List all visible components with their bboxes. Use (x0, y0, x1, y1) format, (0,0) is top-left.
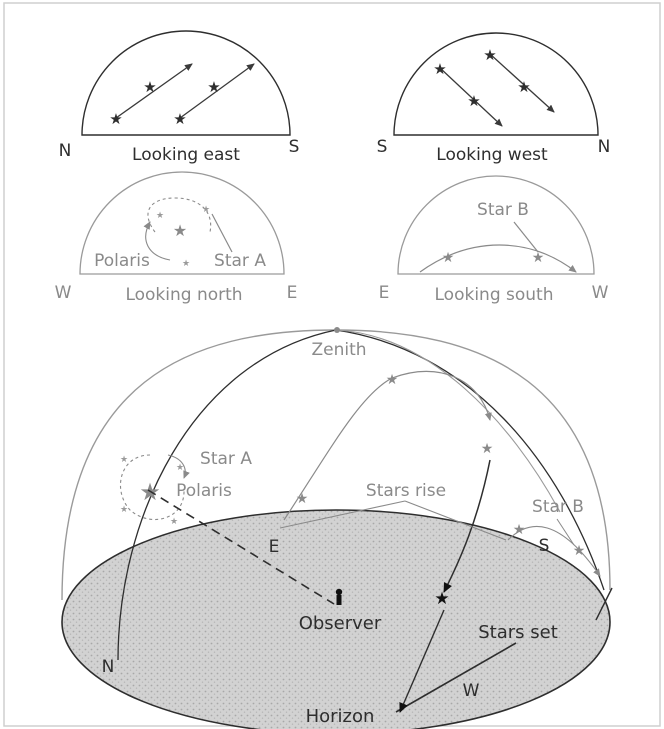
south-star-b-label: Star B (477, 200, 529, 220)
stars-rise-pointer-s (404, 500, 507, 541)
star-icon: ★ (386, 372, 399, 388)
star-icon: ★ (467, 92, 480, 110)
panel-looking-south: ★ ★ Star B E Looking south W (379, 175, 609, 305)
south-direction-label: S (539, 536, 550, 556)
star-arc-path (283, 370, 492, 521)
star-icon: ★ (202, 205, 210, 215)
star-icon: ★ (433, 60, 446, 78)
star-icon: ★ (532, 250, 545, 266)
south-left-direction: E (379, 283, 390, 303)
star-b-path (507, 526, 601, 577)
stars-set-pointer-s (595, 587, 613, 621)
south-dome-outline (397, 175, 595, 275)
star-icon: ★ (481, 441, 494, 457)
star-icon: ★ (573, 543, 586, 559)
polaris-circle-arrow (167, 454, 190, 479)
polaris-label: Polaris (176, 481, 232, 501)
observer-label: Observer (299, 613, 382, 634)
west-dome-outline (393, 32, 599, 136)
star-b-pointer (556, 518, 575, 546)
star-icon: ★ (182, 259, 190, 269)
star-a-label: Star A (200, 449, 252, 469)
star-icon: ★ (143, 78, 156, 96)
south-caption: Looking south (435, 285, 554, 305)
star-icon: ★ (120, 455, 128, 465)
zenith-label: Zenith (311, 340, 366, 360)
west-direction-label: W (463, 681, 480, 701)
celestial-equator-arc (335, 329, 561, 513)
panel-looking-east: ★ ★ ★ ★ N Looking east S (59, 30, 300, 165)
star-icon: ★ (173, 110, 186, 128)
north-right-direction: E (287, 283, 298, 303)
south-star-b-pointer (513, 221, 539, 253)
horizon-plane (61, 509, 611, 729)
observer-sightline (147, 489, 335, 605)
setting-star-icon: ★ (434, 589, 449, 609)
stars-rise-pointer-e (279, 500, 406, 529)
star-icon: ★ (296, 491, 309, 507)
east-star-path-2 (179, 63, 255, 119)
star-icon: ★ (513, 522, 526, 538)
south-right-direction: W (592, 283, 609, 303)
east-right-direction: S (289, 137, 300, 157)
east-caption: Looking east (132, 145, 240, 165)
north-polaris-label: Polaris (94, 251, 150, 271)
star-icon: ★ (207, 78, 220, 96)
north-left-direction: W (55, 283, 72, 303)
polaris-circle (120, 454, 185, 520)
star-icon: ★ (120, 505, 128, 515)
star-icon: ★ (517, 78, 530, 96)
east-star-path-1 (115, 63, 193, 119)
horizon-label: Horizon (306, 706, 375, 727)
panel-looking-west: ★ ★ ★ ★ S Looking west N (377, 32, 611, 165)
east-dome-outline (81, 30, 291, 136)
star-icon: ★ (156, 211, 164, 221)
north-star-a-pointer (211, 213, 233, 253)
meridian-south-arc (335, 329, 605, 591)
north-dome-outline (79, 171, 285, 275)
meridian-north-arc (117, 329, 337, 661)
setting-star-to-horizon (399, 609, 445, 713)
north-circle-arrow (143, 221, 171, 261)
south-star-path (419, 244, 577, 273)
star-b-label: Star B (532, 497, 584, 517)
west-star-path-1 (439, 67, 503, 127)
star-icon: ★ (109, 110, 122, 128)
star-icon: ★ (170, 517, 178, 527)
west-star-path-2 (489, 53, 555, 113)
north-direction-label: N (102, 657, 115, 677)
star-icon: ★ (442, 250, 455, 266)
polaris-star-icon: ★ (173, 221, 187, 240)
observer-figure (335, 588, 343, 605)
west-left-direction: S (377, 137, 388, 157)
star-icon: ★ (176, 463, 184, 473)
star-setting-path (443, 459, 491, 593)
zenith-point (334, 327, 340, 333)
north-star-a-label: Star A (214, 251, 266, 271)
west-right-direction: N (598, 137, 611, 157)
north-circumpolar-arc (147, 197, 212, 233)
stars-set-pointer-w (395, 642, 517, 713)
west-caption: Looking west (436, 145, 548, 165)
north-caption: Looking north (125, 285, 242, 305)
celestial-dome: ★ ★ ★ ★ ★ ★ ★ ★ ★ ★ ★ Zenith S (61, 327, 613, 729)
star-icon: ★ (483, 46, 496, 64)
stars-set-label: Stars set (478, 622, 558, 643)
east-direction-label: E (269, 537, 280, 557)
panel-looking-north: ★ ★ ★ ★ Polaris Star A W Looking north E (55, 171, 298, 305)
stars-rise-label: Stars rise (366, 481, 446, 501)
east-left-direction: N (59, 141, 72, 161)
